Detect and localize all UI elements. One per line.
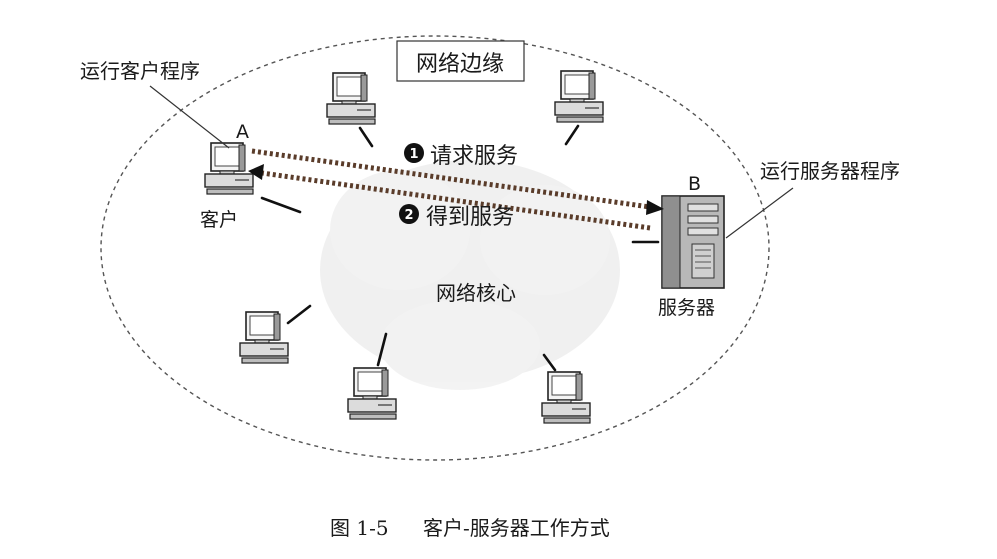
step1-badge [404, 143, 424, 163]
host-a-letter: A [236, 121, 249, 143]
step1-number: 1 [409, 147, 418, 162]
figure-caption: 客户-服务器工作方式 [423, 516, 610, 540]
link-top-left [358, 126, 374, 148]
edge-title-box [396, 40, 525, 82]
network-core-label: 网络核心 [436, 281, 516, 305]
step2-badge [399, 204, 419, 224]
response-arrow [248, 164, 651, 231]
host-b-letter: B [688, 173, 701, 195]
edge-title: 网络边缘 [416, 52, 504, 77]
link-bottom-left [286, 304, 312, 325]
link-bottom-right [542, 353, 557, 372]
computer-icon-bottom-right [541, 371, 591, 424]
step1-label: 请求服务 [430, 144, 518, 169]
access-links [260, 124, 660, 372]
computer-icon-client-a [204, 142, 254, 195]
computer-icon-bottom-center [347, 367, 397, 420]
server-icon [661, 195, 725, 289]
link-bottom-center [376, 332, 388, 367]
server-program-label: 运行服务器程序 [760, 159, 900, 183]
step2-label: 得到服务 [426, 205, 514, 230]
client-program-label: 运行客户程序 [80, 59, 200, 83]
link-client-a [260, 196, 302, 214]
client-label: 客户 [200, 209, 238, 231]
server-program-leader [725, 187, 794, 239]
step2-number: 2 [404, 208, 413, 223]
computer-icon-bottom-left [239, 311, 289, 364]
server-label: 服务器 [658, 297, 715, 319]
link-top-right [564, 124, 580, 146]
client-program-leader [149, 85, 230, 149]
network-edge-ellipse [100, 35, 770, 461]
computer-icon-top-left [326, 72, 376, 125]
figure-number: 图 1-5 [330, 516, 389, 540]
request-arrow [251, 148, 664, 215]
computer-icon-top-right [554, 70, 604, 123]
